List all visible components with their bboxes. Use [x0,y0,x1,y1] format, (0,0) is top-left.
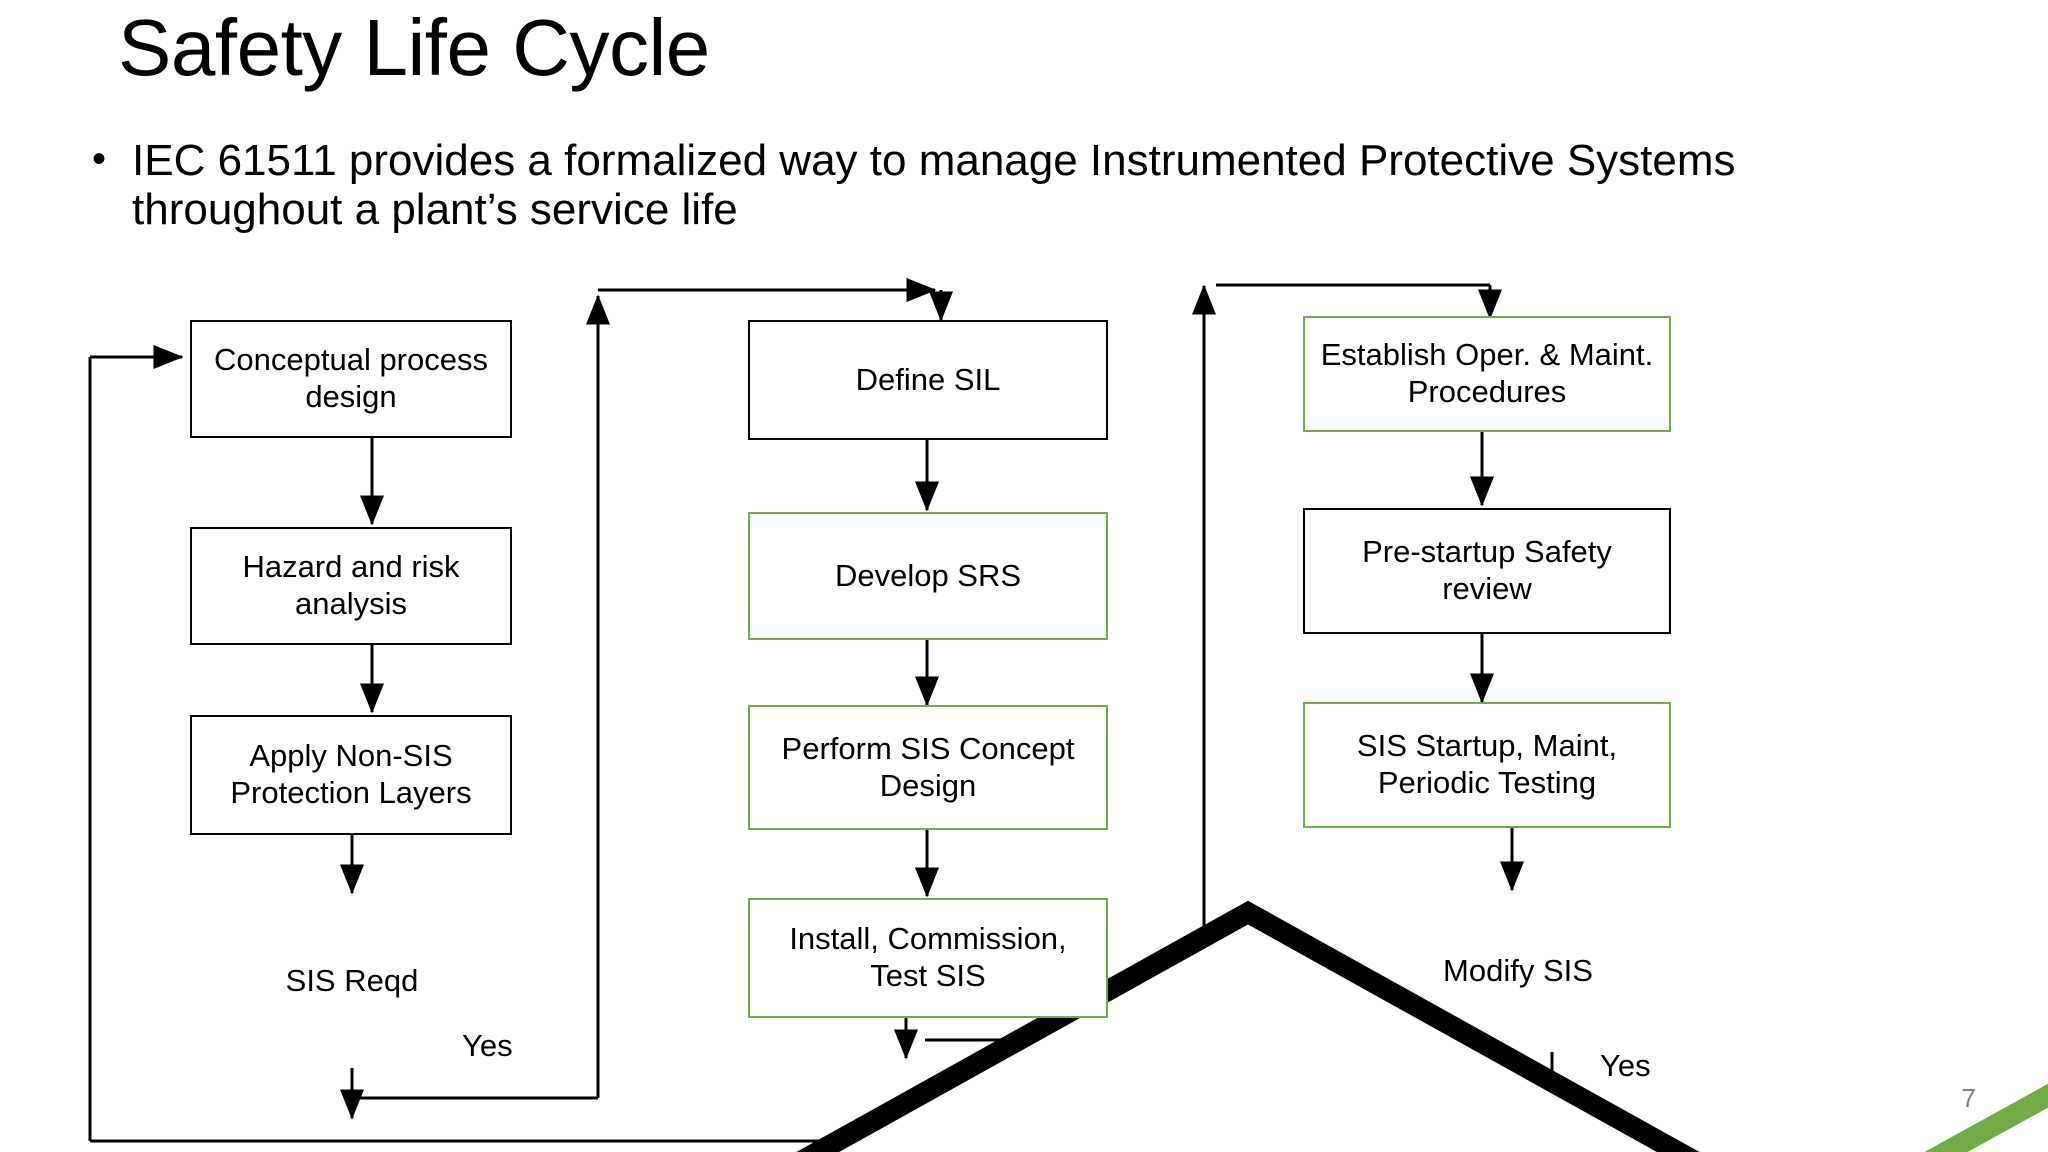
edge-label-modify-sis-yes: Yes [1600,1048,1651,1083]
flow-node-sis-reqd[interactable]: SIS Reqd [224,893,1700,1152]
edge-label-sis-reqd-yes: Yes [462,1028,513,1063]
flow-node-modify-sis-label: Modify SIS [1443,953,1593,989]
bullet-marker-icon: • [92,137,107,181]
flow-node-install-commission-test-sis[interactable]: Install, Commission, Test SIS [748,898,1108,1018]
diamond-shape-modify-sis [1924,1083,2048,1152]
body-bullet-list: • IEC 61511 provides a formalized way to… [92,136,1812,235]
page-number: 7 [1961,1083,1976,1113]
flow-node-pre-startup-safety-review[interactable]: Pre-startup Safety review [1303,508,1671,634]
page-title: Safety Life Cycle [118,3,710,92]
flow-node-sis-startup-maint-periodic-testing[interactable]: SIS Startup, Maint, Periodic Testing [1303,702,1671,828]
flow-node-conceptual-process-design[interactable]: Conceptual process design [190,320,512,438]
flow-node-hazard-and-risk-analysis[interactable]: Hazard and risk analysis [190,527,512,645]
bullet-item-text: IEC 61511 provides a formalized way to m… [132,136,1736,235]
diamond-shape-sis-reqd [796,900,1700,1152]
flow-node-establish-oper-maint-procedures[interactable]: Establish Oper. & Maint. Procedures [1303,316,1671,432]
flow-node-modify-sis[interactable]: Modify SIS [1358,890,2048,1152]
flow-node-apply-non-sis-protection-layers[interactable]: Apply Non-SIS Protection Layers [190,715,512,835]
flow-node-perform-sis-concept-design[interactable]: Perform SIS Concept Design [748,705,1108,830]
flow-node-sis-reqd-label: SIS Reqd [285,963,419,999]
bullet-item: • IEC 61511 provides a formalized way to… [92,136,1812,235]
flow-node-develop-srs[interactable]: Develop SRS [748,512,1108,640]
flow-node-define-sil[interactable]: Define SIL [748,320,1108,440]
